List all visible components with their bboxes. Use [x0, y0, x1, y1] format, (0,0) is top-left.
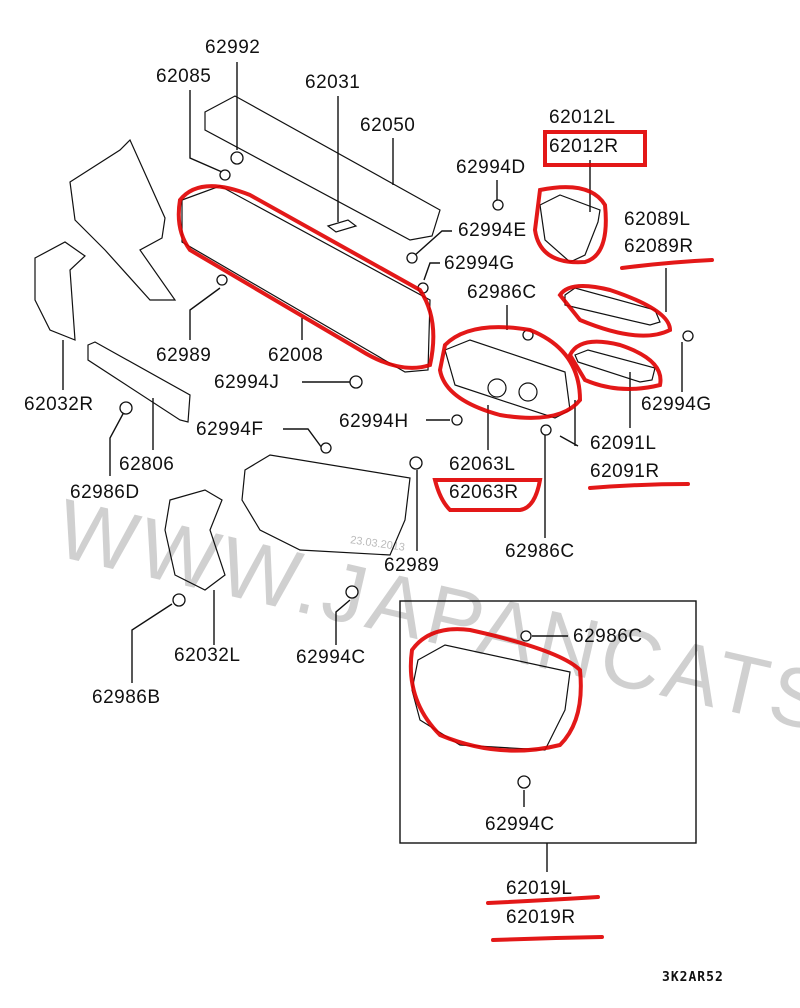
label-62091R: 62091R	[590, 461, 660, 482]
label-62994J: 62994J	[214, 372, 280, 393]
label-62019R: 62019R	[506, 907, 576, 928]
fastener-62994C-a	[345, 585, 359, 599]
label-62986C-c: 62986C	[573, 626, 643, 647]
highlight-62019-part	[408, 627, 583, 753]
leader-62986D	[109, 411, 125, 476]
fastener-62986C-c	[520, 630, 532, 642]
fastener-62994J	[349, 375, 363, 389]
label-62994G-a: 62994G	[444, 253, 515, 274]
leader-62085	[189, 90, 223, 173]
highlight-62012R	[543, 130, 647, 167]
label-62994D: 62994D	[456, 157, 526, 178]
fastener-62989-b	[409, 456, 423, 470]
leader-62994F	[283, 428, 323, 449]
label-62050: 62050	[360, 115, 416, 136]
fastener-62994F	[320, 442, 332, 454]
part-62012-bracket	[539, 194, 601, 263]
label-62994E: 62994E	[458, 220, 527, 241]
fastener-62986D	[119, 401, 133, 415]
part-62063-hole-2	[518, 382, 538, 402]
highlight-62063R	[432, 478, 543, 512]
label-62986B: 62986B	[92, 687, 161, 708]
label-62008: 62008	[268, 345, 324, 366]
label-62091L: 62091L	[590, 433, 657, 454]
label-62989-b: 62989	[384, 555, 440, 576]
highlight-62019L	[486, 895, 600, 905]
label-62994G-b: 62994G	[641, 394, 712, 415]
part-62063-bracket	[444, 339, 571, 419]
label-62089L: 62089L	[624, 209, 691, 230]
label-62012R: 62012R	[549, 136, 619, 157]
label-62994C-a: 62994C	[296, 647, 366, 668]
label-62986C-a: 62986C	[467, 282, 537, 303]
diagram-code: 3K2AR52	[662, 970, 724, 985]
label-62063L: 62063L	[449, 454, 516, 475]
label-62032R: 62032R	[24, 394, 94, 415]
part-62091-bar	[574, 349, 656, 383]
highlight-62008	[176, 184, 436, 370]
fastener-62994H	[451, 414, 463, 426]
label-62089R: 62089R	[624, 236, 694, 257]
part-bumper-end-left	[241, 454, 411, 556]
leader-62989-a	[189, 287, 221, 340]
leader-62994E	[413, 230, 452, 257]
label-62031: 62031	[305, 72, 361, 93]
highlight-62089R	[620, 258, 714, 270]
highlight-62091-part	[567, 339, 663, 391]
part-62031-plate	[326, 219, 358, 233]
label-62989-a: 62989	[156, 345, 212, 366]
part-62032L	[164, 489, 226, 591]
label-62992: 62992	[205, 37, 261, 58]
part-62050-beam	[204, 95, 441, 241]
label-62012L: 62012L	[549, 107, 616, 128]
leader-62986B	[131, 603, 173, 683]
label-62806: 62806	[119, 454, 175, 475]
leader-62994C-a	[335, 599, 351, 645]
fastener-62994C-b	[517, 775, 531, 789]
part-corner-upper	[69, 138, 177, 301]
highlight-62089-part	[557, 284, 673, 338]
label-62032L: 62032L	[174, 645, 241, 666]
label-62986D: 62986D	[70, 482, 140, 503]
highlight-62012-part	[532, 185, 608, 265]
fastener-62085	[219, 169, 231, 181]
fastener-62986B	[172, 593, 186, 607]
highlight-62091R	[588, 482, 690, 490]
fastener-62994E	[406, 252, 418, 264]
label-62986C-b: 62986C	[505, 541, 575, 562]
fastener-62994G-b	[682, 330, 694, 342]
label-62994F: 62994F	[196, 419, 264, 440]
leader-62994G-a	[423, 262, 440, 281]
fastener-62994D	[492, 199, 504, 211]
part-62032R	[34, 241, 86, 341]
fastener-62992	[230, 151, 244, 165]
inset-box	[399, 600, 697, 844]
fastener-62986C-b	[540, 424, 552, 436]
part-62806-strip	[87, 341, 191, 423]
label-62063R: 62063R	[449, 482, 519, 503]
highlight-62063-part	[437, 325, 583, 420]
highlight-62019R	[491, 935, 604, 942]
label-62994H: 62994H	[339, 411, 409, 432]
label-62019L: 62019L	[506, 878, 573, 899]
part-62019-bumper	[411, 644, 571, 751]
label-62085: 62085	[156, 66, 212, 87]
part-62063-hole-1	[487, 378, 507, 398]
fastener-62989-a	[216, 274, 228, 286]
label-62994C-b: 62994C	[485, 814, 555, 835]
